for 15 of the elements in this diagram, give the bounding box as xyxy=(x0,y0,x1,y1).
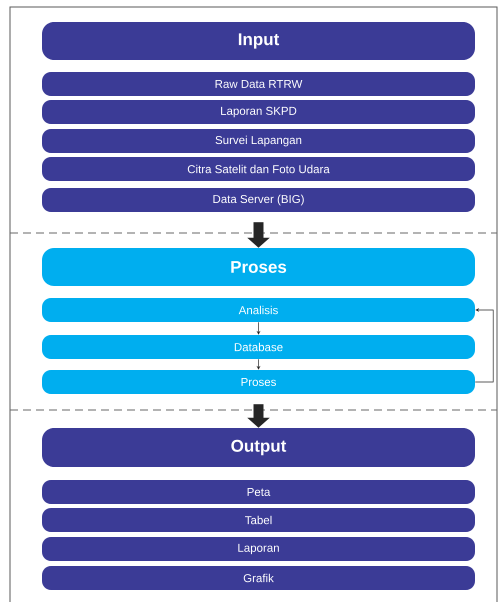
item-box: Survei Lapangan xyxy=(42,129,475,153)
section-header-box: Proses xyxy=(42,248,475,286)
item-box: Grafik xyxy=(42,566,475,590)
item-box: Peta xyxy=(42,480,475,504)
item-box: Tabel xyxy=(42,508,475,532)
item-box: Data Server (BIG) xyxy=(42,188,475,212)
section-header-box: Output xyxy=(42,428,475,467)
item-box: Raw Data RTRW xyxy=(42,72,475,96)
item-box: Laporan SKPD xyxy=(42,100,475,124)
item-box: Proses xyxy=(42,370,475,394)
section-header-box: Input xyxy=(42,22,475,60)
item-box: Citra Satelit dan Foto Udara xyxy=(42,157,475,181)
item-box: Laporan xyxy=(42,537,475,561)
item-box: Analisis xyxy=(42,298,475,322)
item-box: Database xyxy=(42,335,475,359)
